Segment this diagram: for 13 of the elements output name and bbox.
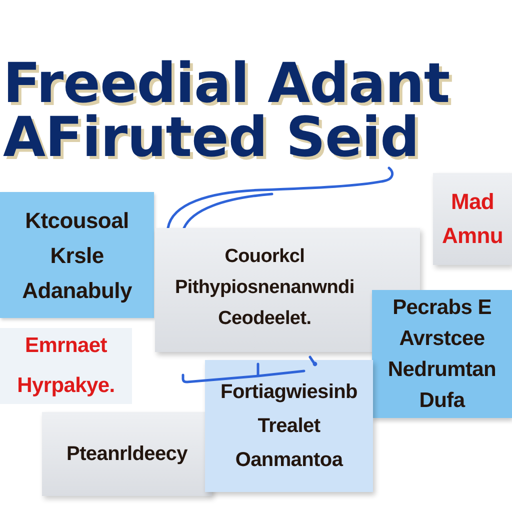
note-card [433,173,512,265]
note-card [42,412,212,496]
note-card [205,360,373,492]
card-text: Mad Amnu [442,188,504,250]
card-text: Pteanrldeecy [66,442,188,467]
card-text: Fortiagwiesinb Trealet Oanmantoa [220,380,358,473]
card-text: Couorkcl Pithypiosnenanwndi Ceodeelet. [175,245,354,331]
title: Freedial Adant AFiruted Seid [3,56,451,164]
note-card [0,192,154,318]
note-card [372,290,512,418]
card-text: Pecrabs E Avrstcee Nedrumtan Dufa [386,295,498,414]
card-text: Emrnaet Hyrpakye. [17,333,115,399]
card-text: Ktcousoal Krsle Adanabuly [22,206,132,305]
